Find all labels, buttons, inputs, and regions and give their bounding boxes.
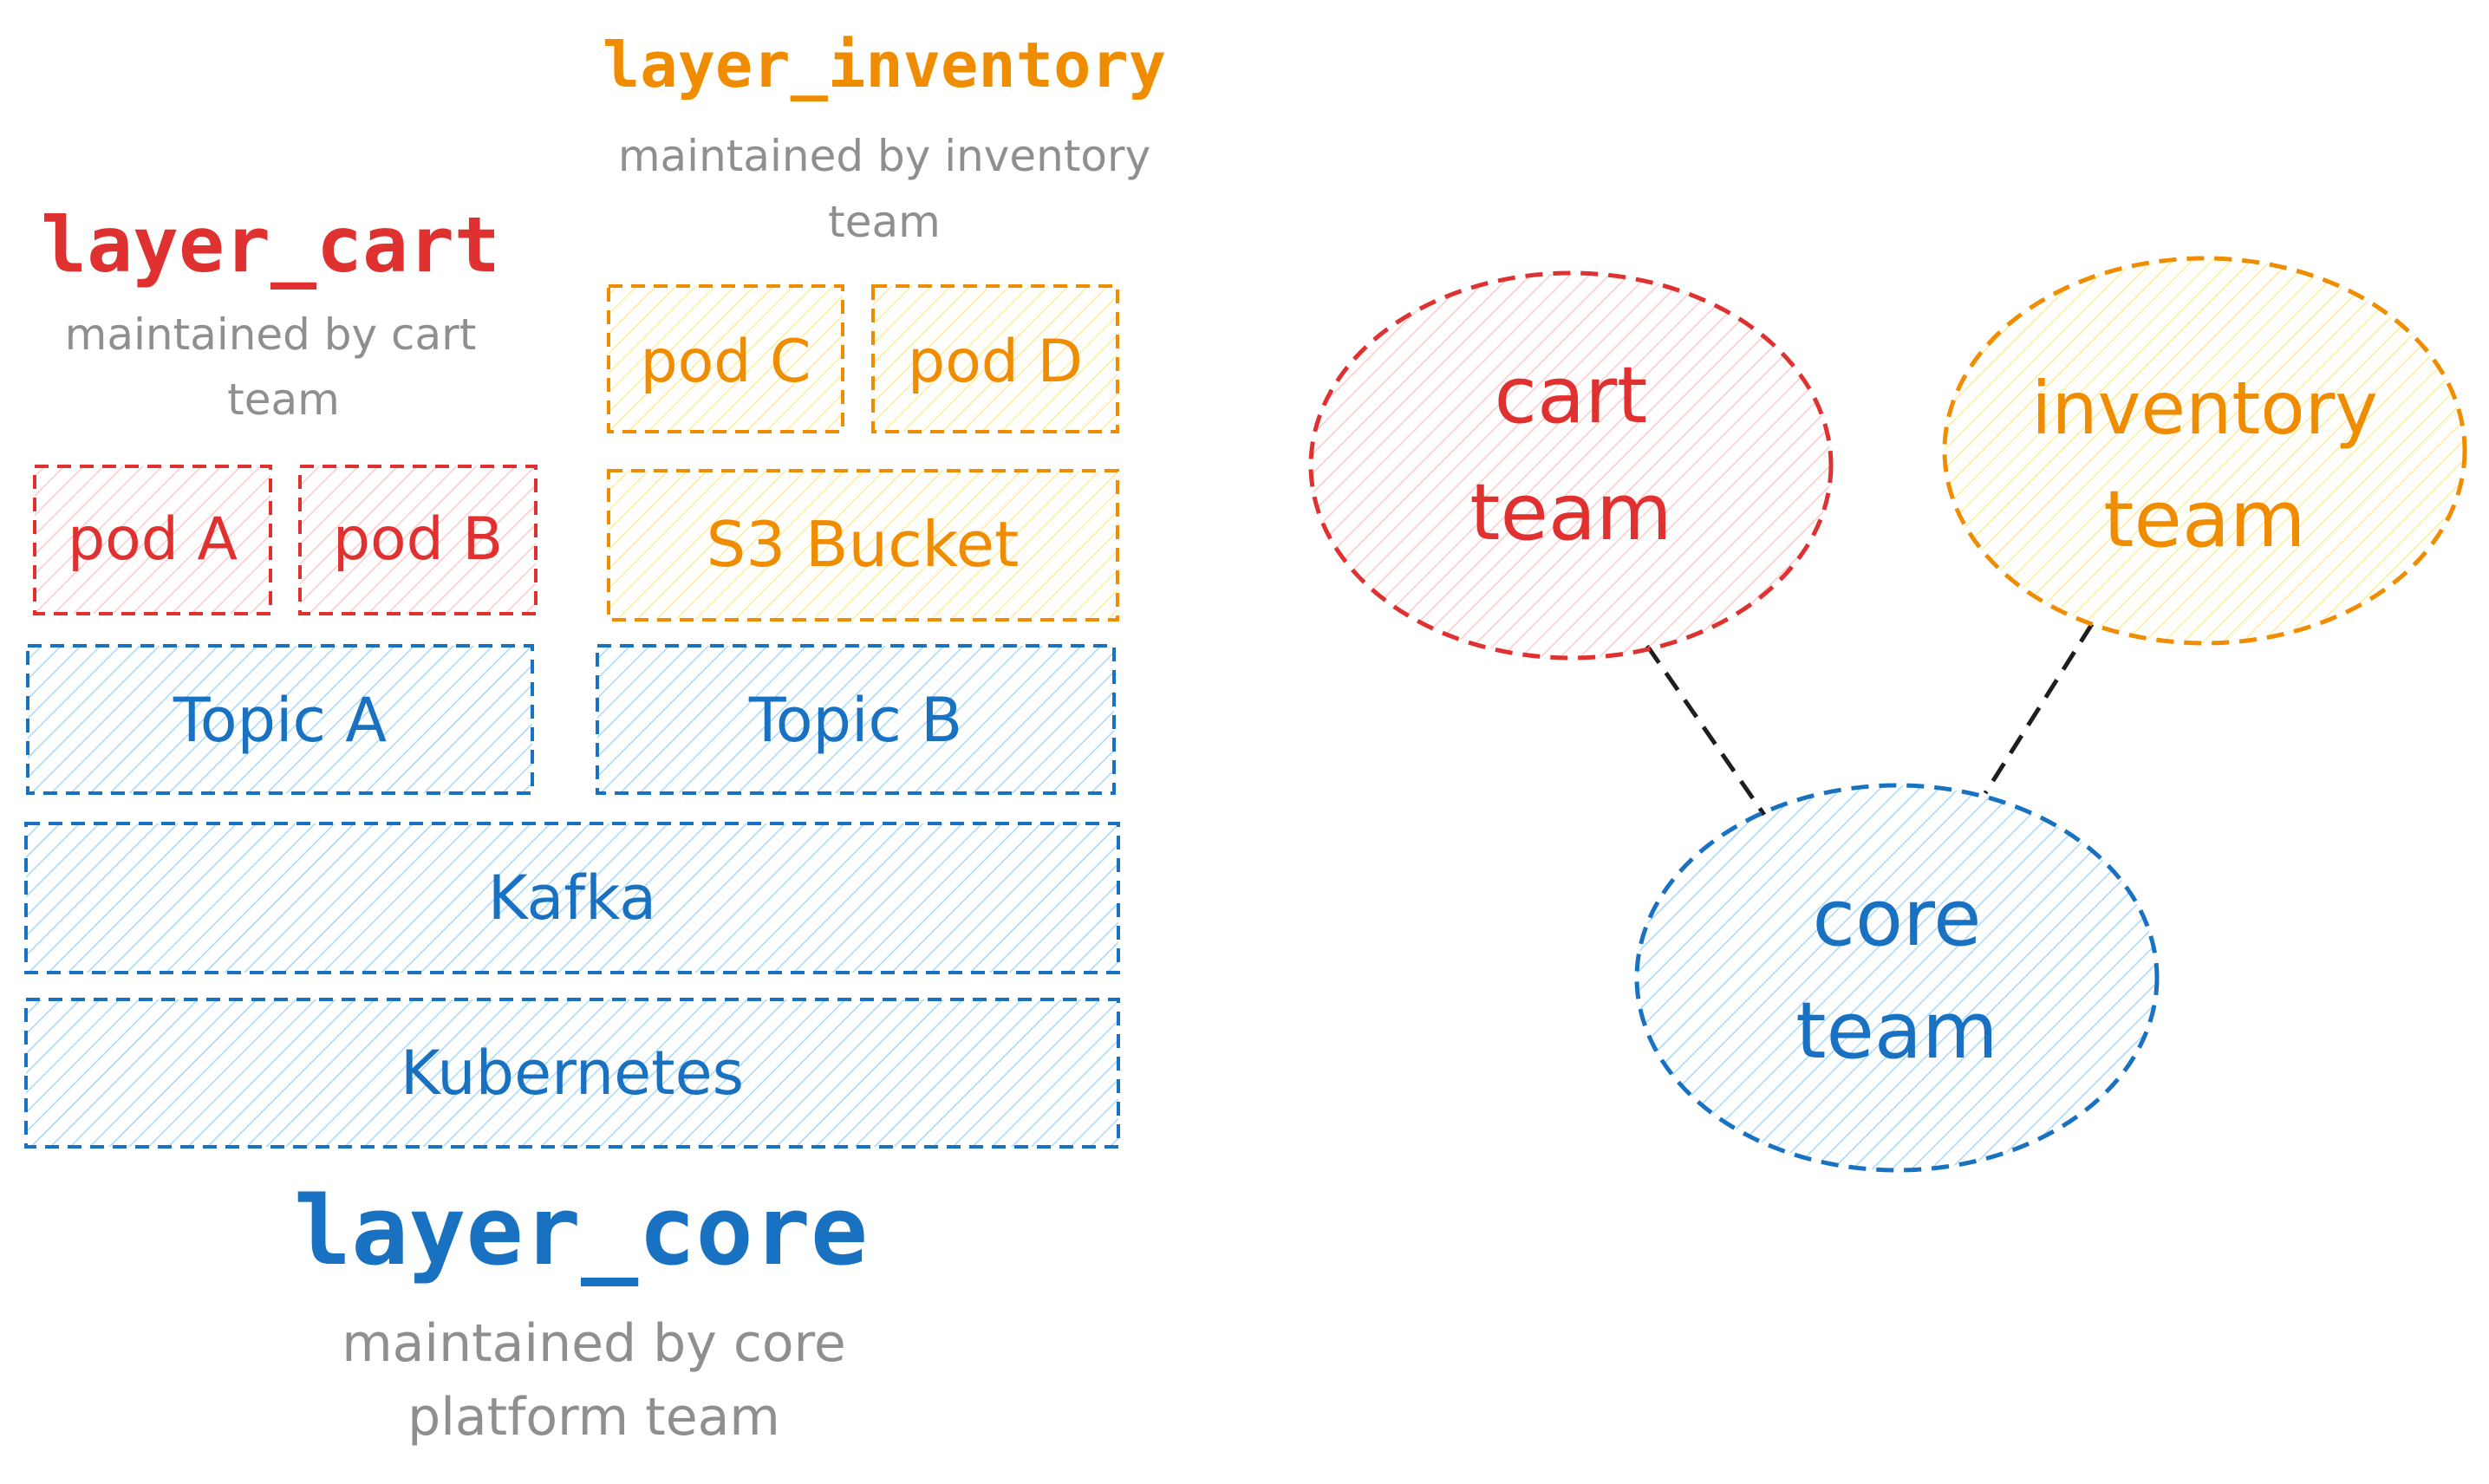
- pod-a-block: pod A: [33, 465, 272, 615]
- topic-b-block: Topic B: [596, 644, 1116, 795]
- pod-d-label: pod D: [908, 328, 1083, 396]
- inventory-team-line2: team: [2103, 474, 2305, 565]
- kubernetes-block: Kubernetes: [24, 998, 1120, 1149]
- topic-b-label: Topic B: [748, 685, 962, 756]
- s3-bucket-label: S3 Bucket: [707, 508, 1020, 581]
- layer-core-subtitle-line2: platform team: [407, 1387, 780, 1448]
- cart-team-node: cart team: [1308, 270, 1834, 661]
- layer-inventory-title: layer_inventory: [603, 29, 1166, 101]
- inventory-core-connector: [1983, 622, 2095, 795]
- cart-core-connector: [1645, 644, 1767, 817]
- core-team-line2: team: [1795, 986, 1997, 1077]
- kafka-block: Kafka: [24, 822, 1120, 974]
- cart-team-line1: cart: [1495, 350, 1648, 441]
- topic-a-label: Topic A: [173, 685, 387, 756]
- topic-a-block: Topic A: [26, 644, 534, 795]
- kafka-label: Kafka: [488, 862, 656, 934]
- pod-b-label: pod B: [333, 505, 503, 574]
- pod-a-label: pod A: [68, 505, 238, 574]
- cart-team-line2: team: [1469, 467, 1671, 558]
- core-team-node: core team: [1634, 783, 2160, 1173]
- layer-cart-title: layer_cart: [41, 200, 500, 290]
- kubernetes-label: Kubernetes: [401, 1038, 744, 1109]
- layer-core-title: layer_core: [294, 1175, 868, 1286]
- layer-core-subtitle-line1: maintained by core: [342, 1313, 846, 1374]
- layer-inventory-subtitle-line2: team: [828, 197, 941, 247]
- core-team-line1: core: [1813, 873, 1982, 964]
- s3-bucket-block: S3 Bucket: [607, 469, 1119, 622]
- layer-cart-subtitle-line1: maintained by cart: [65, 309, 477, 360]
- pod-c-block: pod C: [607, 284, 844, 433]
- layer-inventory-subtitle-line1: maintained by inventory: [618, 131, 1150, 181]
- pod-b-block: pod B: [298, 465, 538, 615]
- inventory-team-node: inventory team: [1942, 256, 2467, 646]
- layer-cart-subtitle-line2: team: [227, 374, 340, 425]
- pod-c-label: pod C: [640, 328, 811, 396]
- pod-d-block: pod D: [871, 284, 1119, 433]
- inventory-team-line1: inventory: [2031, 366, 2378, 451]
